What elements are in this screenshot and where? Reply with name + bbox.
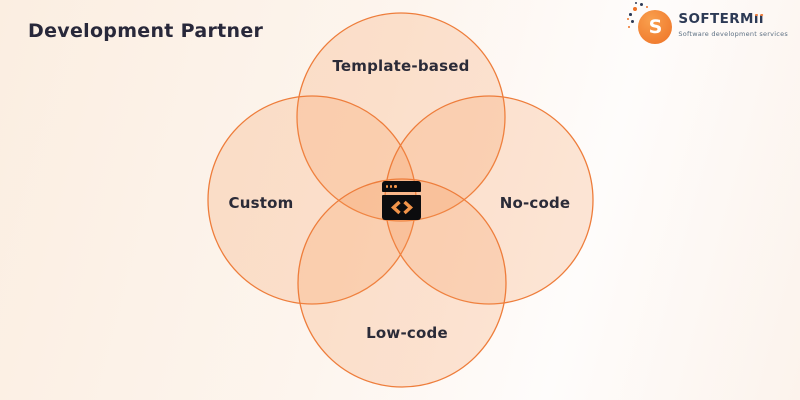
logo-wordmark: SOFTERMıı bbox=[678, 11, 788, 27]
wordmark-suffix: ıı bbox=[753, 11, 764, 27]
code-brackets-icon bbox=[390, 200, 413, 215]
code-window-icon bbox=[382, 181, 421, 220]
venn-label-low-code: Low-code bbox=[366, 324, 448, 342]
code-window-titlebar bbox=[382, 181, 421, 192]
venn-label-no-code: No-code bbox=[499, 194, 571, 212]
venn-label-custom: Custom bbox=[228, 194, 294, 212]
logo-dot bbox=[631, 20, 635, 23]
logo-dot bbox=[628, 26, 631, 28]
logo-dot bbox=[629, 13, 632, 16]
venn-circle-top bbox=[296, 12, 506, 222]
logo-tagline: Software development services bbox=[678, 29, 788, 38]
window-dot-icon bbox=[394, 185, 397, 188]
logo-text: SOFTERMıı Software development services bbox=[678, 10, 788, 38]
wordmark-i-dots-icon bbox=[755, 13, 758, 17]
window-dot-icon bbox=[386, 185, 389, 188]
venn-label-template-based: Template-based bbox=[332, 57, 470, 75]
logo-dot bbox=[627, 18, 630, 20]
window-dot-icon bbox=[390, 185, 393, 188]
code-window-body bbox=[382, 195, 421, 220]
logo-monogram: S bbox=[648, 15, 663, 38]
logo-dot bbox=[646, 6, 649, 8]
logo-dot bbox=[640, 3, 644, 6]
wordmark-prefix: SOFTERM bbox=[678, 11, 754, 27]
venn-circle-bottom bbox=[297, 178, 507, 388]
logo-monogram-badge: S bbox=[627, 2, 673, 44]
softermii-logo: S SOFTERMıı Software development service… bbox=[627, 2, 788, 44]
logo-dot bbox=[633, 7, 638, 11]
logo-dot bbox=[635, 2, 638, 4]
page-title: Development Partner bbox=[28, 20, 264, 42]
